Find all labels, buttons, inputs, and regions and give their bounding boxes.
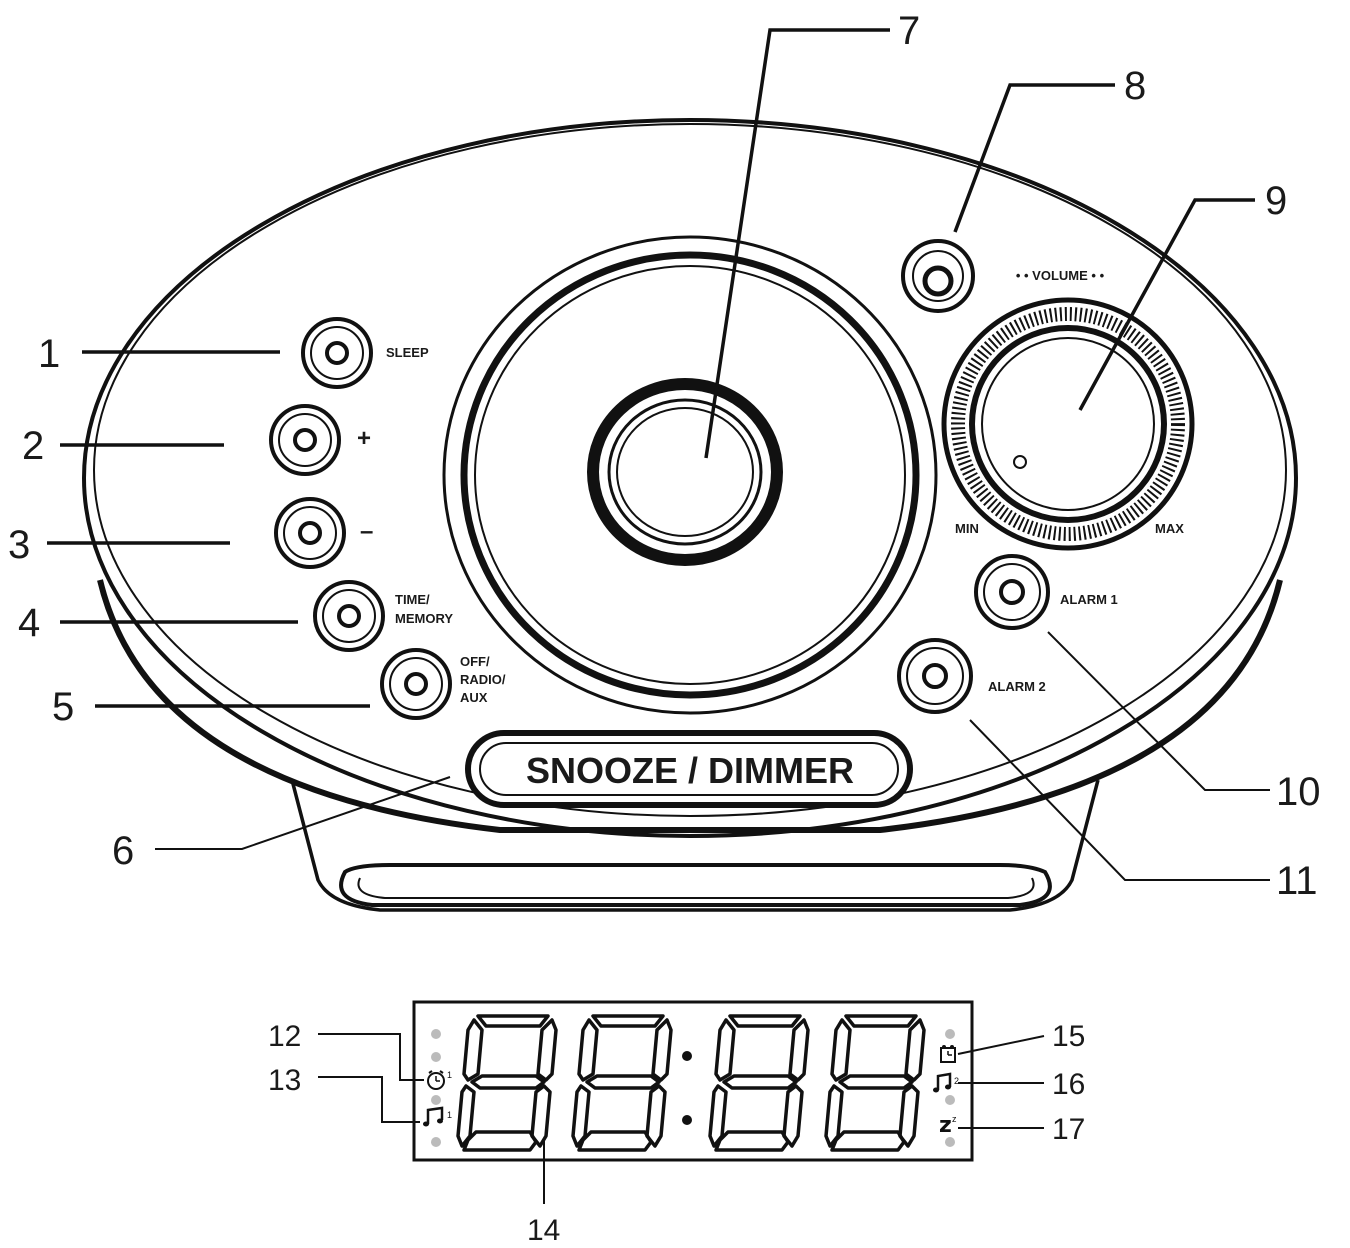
off-radio-aux-label-3: AUX — [460, 690, 488, 705]
callout-4: 4 — [18, 601, 40, 645]
digit-3 — [708, 1014, 810, 1152]
snooze-dimmer-button[interactable] — [465, 730, 913, 808]
sleep-z-icon: z z — [939, 1113, 957, 1138]
callout-6: 6 — [112, 829, 134, 873]
callout-7: 7 — [898, 9, 920, 53]
sleep-button[interactable] — [301, 317, 373, 389]
leader-lines — [47, 28, 1270, 881]
sleep-z-sup: z — [952, 1114, 957, 1124]
seven-segment-digits — [456, 1014, 926, 1152]
off-radio-aux-label-1: OFF/ — [460, 654, 490, 669]
callout-12: 12 — [268, 1020, 301, 1053]
digit-2 — [571, 1014, 673, 1152]
display-leader-lines — [318, 1033, 1045, 1204]
callout-9: 9 — [1265, 179, 1287, 223]
alarm1-icon-sup: 1 — [447, 1070, 452, 1080]
projector-focus-knob[interactable] — [901, 239, 975, 313]
callout-17: 17 — [1052, 1113, 1085, 1146]
alarm1-button[interactable] — [974, 554, 1050, 630]
callout-13: 13 — [268, 1064, 301, 1097]
minus-button[interactable] — [274, 497, 346, 569]
alarm2-button[interactable] — [897, 638, 973, 714]
sleep-label: SLEEP — [386, 345, 429, 360]
volume-min-label: MIN — [955, 521, 979, 536]
callout-11: 11 — [1276, 859, 1318, 903]
volume-dial[interactable] — [941, 297, 1195, 551]
callout-15: 15 — [1052, 1020, 1085, 1053]
time-memory-button[interactable] — [313, 580, 385, 652]
music-note-icon — [423, 1106, 444, 1127]
music1-icon-sup: 1 — [447, 1110, 452, 1120]
time-memory-label-2: MEMORY — [395, 611, 453, 626]
dual-alarm-icon — [940, 1045, 956, 1063]
alarm2-label: ALARM 2 — [988, 679, 1046, 694]
callout-5: 5 — [52, 685, 74, 729]
digit-1 — [456, 1014, 558, 1152]
callout-16: 16 — [1052, 1068, 1085, 1101]
sleep-z-main: z — [939, 1113, 952, 1138]
callout-8: 8 — [1124, 64, 1146, 108]
callout-1: 1 — [38, 332, 60, 376]
callout-2: 2 — [22, 424, 44, 468]
off-radio-aux-button[interactable] — [380, 648, 452, 720]
callout-10: 10 — [1276, 770, 1321, 814]
digit-4 — [824, 1014, 926, 1152]
projector-lens — [587, 378, 783, 566]
snooze-dimmer-label: SNOOZE / DIMMER — [526, 750, 854, 791]
callout-3: 3 — [8, 523, 30, 567]
volume-label: • • VOLUME • • — [1016, 268, 1105, 283]
music2-icon-sup: 2 — [954, 1076, 959, 1086]
minus-label: – — [360, 518, 373, 545]
plus-button[interactable] — [269, 404, 341, 476]
plus-label: + — [357, 425, 371, 452]
callout-14: 14 — [527, 1214, 560, 1247]
music-note-2-icon — [933, 1072, 952, 1093]
off-radio-aux-label-2: RADIO/ — [460, 672, 506, 687]
time-memory-label-1: TIME/ — [395, 592, 430, 607]
alarm-clock-icon — [427, 1070, 445, 1090]
alarm1-label: ALARM 1 — [1060, 592, 1118, 607]
volume-max-label: MAX — [1155, 521, 1184, 536]
